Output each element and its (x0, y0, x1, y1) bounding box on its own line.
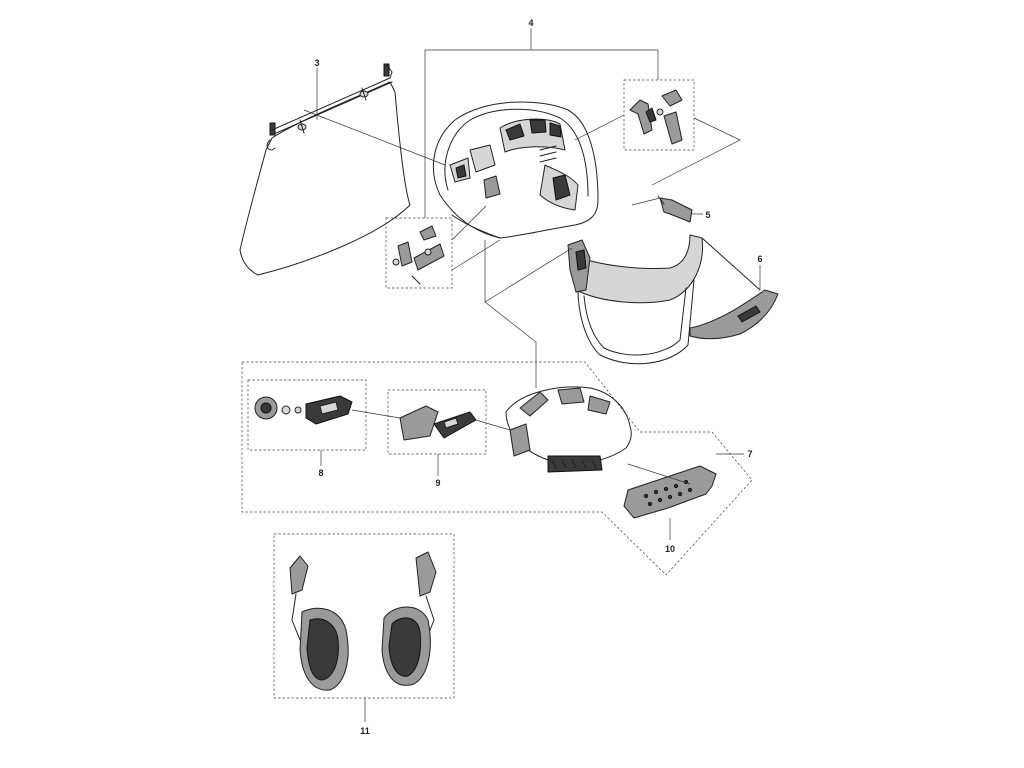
part-4-helmet-shell (432, 101, 599, 239)
callout-5: 5 (705, 210, 710, 220)
helmet-side-clip (483, 175, 501, 199)
visor-brim (689, 289, 779, 340)
helmet-vent-side-left (469, 144, 496, 173)
part-10-mounting-plate (623, 465, 717, 519)
part-6-face-shield (567, 234, 779, 365)
leader-lines (303, 28, 761, 722)
callout-4: 4 (528, 18, 533, 28)
part-3-mesh-visor (239, 63, 411, 276)
part-11-ear-muffs (273, 533, 455, 699)
visor-frame (571, 234, 704, 304)
callout-3: 3 (314, 58, 319, 68)
visor-clip-right (383, 63, 390, 77)
part-9-side-adapters (387, 389, 487, 455)
callout-7: 7 (747, 449, 752, 459)
callout-9: 9 (435, 478, 440, 488)
part-4-hinge-hardware-right (623, 79, 695, 151)
callout-labels: 3 4 5 6 7 8 9 10 11 (314, 18, 762, 736)
part-5-visor-clip (657, 195, 693, 223)
callout-6: 6 (757, 254, 762, 264)
callout-8: 8 (318, 468, 323, 478)
part-7-headband-harness (505, 386, 632, 473)
part-4-hinge-hardware-left (385, 217, 453, 289)
helmet-logo-icon (552, 174, 571, 201)
callout-10: 10 (665, 544, 675, 554)
part-8-ratchet-set (247, 379, 367, 451)
callout-11: 11 (360, 726, 370, 736)
